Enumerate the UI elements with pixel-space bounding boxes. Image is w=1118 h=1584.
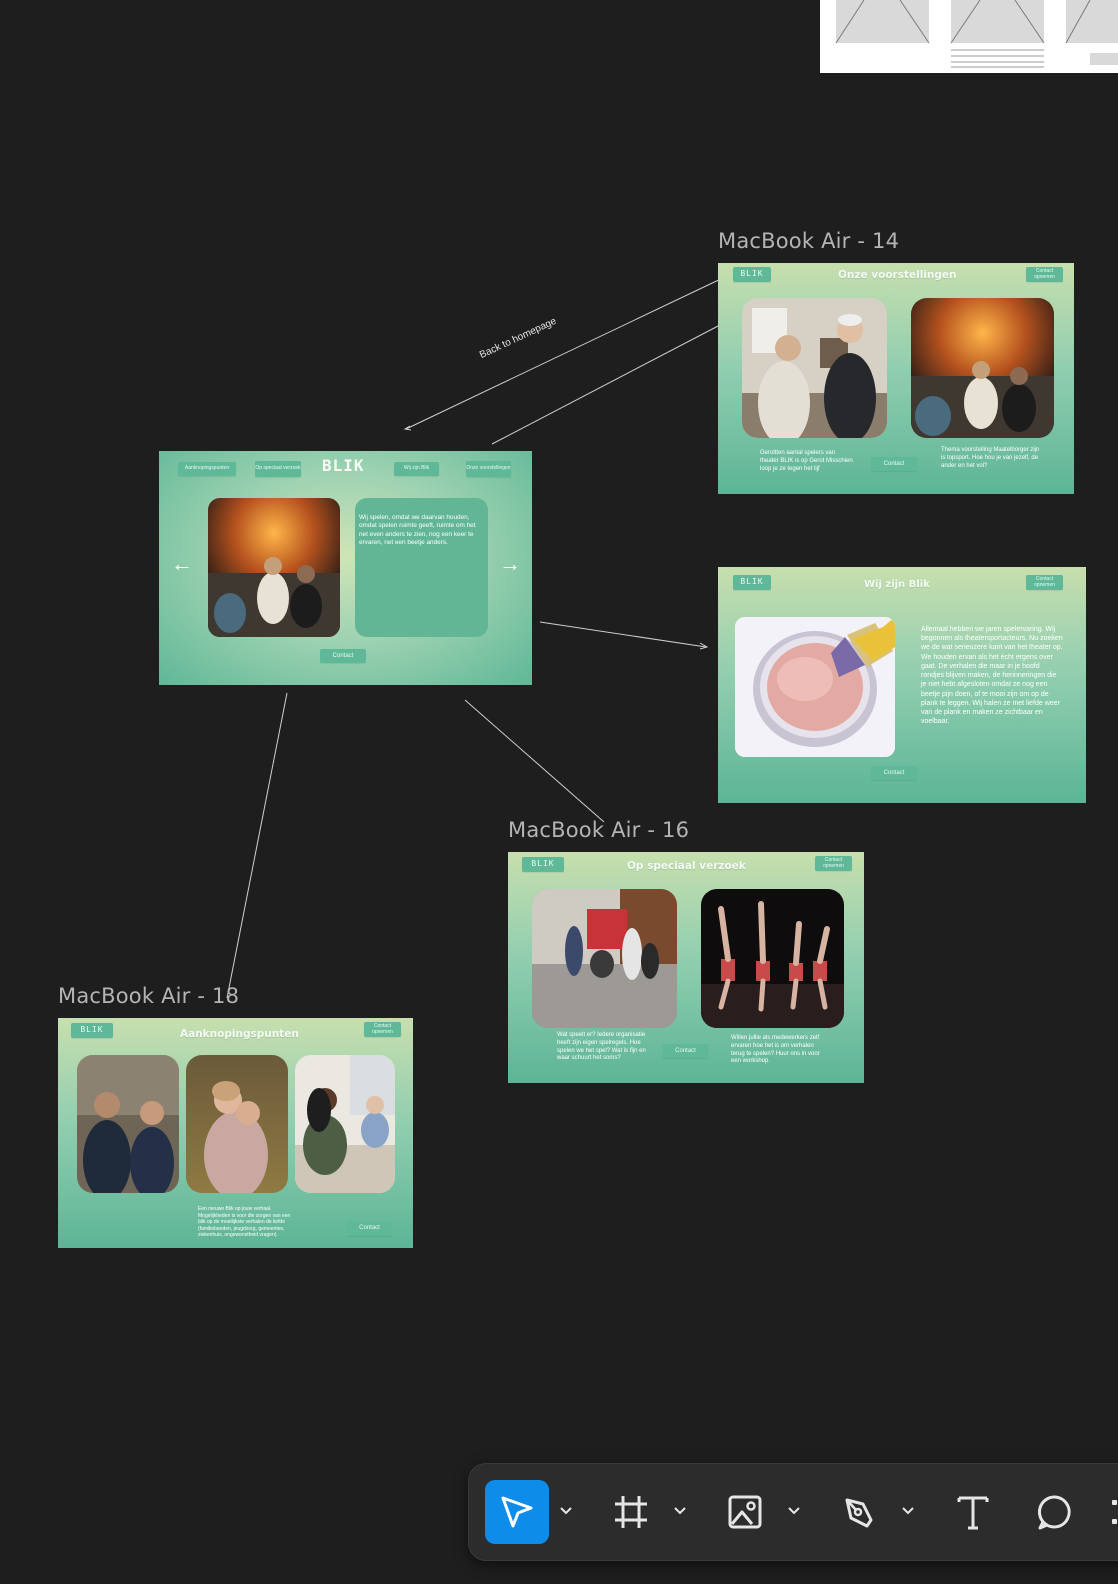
caption-right: Willen jullie als medewerkers zelf ervar…: [731, 1035, 820, 1065]
connector-back-to-homepage: [405, 275, 728, 430]
dancers-photo: [701, 889, 844, 1028]
frame-voorstellingen[interactable]: BLIK Onze voorstellingen Contact opnemen…: [718, 263, 1074, 494]
intro-text: Wij spelen, omdat we daarvan houden, omd…: [359, 514, 476, 546]
nav-wij-zijn-blik[interactable]: Wij zijn Blik: [394, 462, 439, 476]
image-tool-chevron[interactable]: [785, 1502, 803, 1520]
contact-button[interactable]: Contact: [663, 1044, 708, 1058]
chevron-down-icon: [902, 1507, 914, 1515]
image-tool-button[interactable]: [713, 1480, 777, 1544]
connector-to-speciaal-verzoek: [464, 699, 605, 823]
contact-opnemen-button[interactable]: Contact opnemen: [1026, 575, 1063, 590]
arrow-left-icon[interactable]: ←: [171, 551, 193, 576]
frame-hash-icon: [615, 1496, 647, 1528]
comment-bubble-icon: [1037, 1495, 1071, 1530]
image-icon: [728, 1495, 762, 1529]
page-title: Aanknopingspunten: [180, 1028, 299, 1040]
contact-opnemen-button[interactable]: Contact opnemen: [815, 856, 852, 871]
logo-button[interactable]: BLIK: [71, 1023, 113, 1038]
caption-left: Wat speelt er? Iedere organisatie heeft …: [557, 1032, 646, 1062]
comment-tool-button[interactable]: [1023, 1480, 1087, 1544]
contact-button[interactable]: Contact: [347, 1221, 392, 1236]
concert-photo-2: [911, 298, 1054, 438]
frame-speciaal-verzoek[interactable]: BLIK Op speciaal verzoek Contact opnemen…: [508, 852, 864, 1083]
frame-tool-chevron[interactable]: [671, 1502, 689, 1520]
text-t-icon: [957, 1496, 989, 1530]
connector-to-aanknopingspunten: [226, 692, 288, 999]
page-title: Wij zijn Blik: [864, 579, 930, 590]
caption-left: Geroltten aantal spelers van theater BLI…: [760, 450, 853, 472]
move-tool-button[interactable]: [485, 1480, 549, 1544]
frame-aanknopingspunten[interactable]: BLIK Aanknopingspunten Contact opnemen: [58, 1018, 413, 1248]
more-tools-button[interactable]: [1095, 1480, 1118, 1544]
chevron-down-icon: [788, 1507, 800, 1515]
chevron-down-icon: [560, 1507, 572, 1515]
mother-child-photo: [186, 1055, 288, 1193]
frame-label-14[interactable]: MacBook Air - 14: [718, 229, 900, 253]
pen-tool-chevron[interactable]: [899, 1502, 917, 1520]
frame-label-18[interactable]: MacBook Air - 18: [58, 984, 240, 1008]
office-team-photo: [532, 889, 677, 1028]
page-title: Onze voorstellingen: [838, 269, 957, 281]
nav-aanknopingspunten[interactable]: Aanknopingspunten: [178, 462, 236, 476]
home-contact-button[interactable]: Contact: [320, 649, 366, 663]
about-text: Allemaal hebben we jaren spelervaring. W…: [921, 626, 1063, 726]
frame-tool-button[interactable]: [599, 1480, 663, 1544]
contact-button[interactable]: Contact: [871, 457, 917, 471]
connector-to-wij-zijn-blik: [539, 621, 707, 648]
wireframe-sketch: [835, 0, 1118, 68]
arrow-right-icon[interactable]: →: [499, 551, 521, 576]
nav-op-speciaal-verzoek[interactable]: Op speciaal verzoek: [255, 461, 301, 477]
concert-photo: [208, 498, 340, 637]
more-icon: [1112, 1500, 1117, 1524]
caption: Een nieuwe Blik op jouw verhaal. Mogelij…: [198, 1206, 291, 1238]
frame-wij-zijn-blik[interactable]: BLIK Wij zijn Blik Contact opnemen Allem…: [718, 567, 1086, 803]
contact-button[interactable]: Contact: [871, 766, 917, 780]
logo-button[interactable]: BLIK: [522, 857, 564, 872]
elderly-couple-photo: [742, 298, 887, 438]
caption-right: Thema voorstelling Maatelborger zijn is …: [941, 447, 1040, 469]
logo-button[interactable]: BLIK: [733, 267, 771, 282]
nav-onze-voorstellingen[interactable]: Onze voorstellingen: [466, 461, 511, 477]
move-tool-chevron[interactable]: [557, 1502, 575, 1520]
paint-brush-photo: [735, 617, 895, 757]
text-tool-button[interactable]: [941, 1480, 1005, 1544]
frame-label-16[interactable]: MacBook Air - 16: [508, 818, 690, 842]
contact-opnemen-button[interactable]: Contact opnemen: [1026, 267, 1063, 282]
chevron-down-icon: [674, 1507, 686, 1515]
shop-owners-photo: [77, 1055, 179, 1193]
contact-opnemen-button[interactable]: Contact opnemen: [364, 1022, 401, 1037]
frame-home[interactable]: Aanknopingspunten Op speciaal verzoek BL…: [159, 451, 532, 685]
connector-to-voorstellingen: [491, 324, 721, 445]
home-logo: BLIK: [322, 456, 365, 475]
logo-button[interactable]: BLIK: [733, 575, 771, 590]
intro-card: Wij spelen, omdat we daarvan houden, omd…: [355, 498, 488, 637]
bottom-toolbar: [468, 1463, 1118, 1561]
pen-nib-icon: [845, 1498, 873, 1528]
team-meeting-photo: [295, 1055, 395, 1193]
page-title: Op speciaal verzoek: [627, 860, 746, 872]
pen-tool-button[interactable]: [827, 1480, 891, 1544]
wireframe-thumbnail[interactable]: [820, 0, 1118, 73]
cursor-arrow-icon: [501, 1496, 533, 1528]
